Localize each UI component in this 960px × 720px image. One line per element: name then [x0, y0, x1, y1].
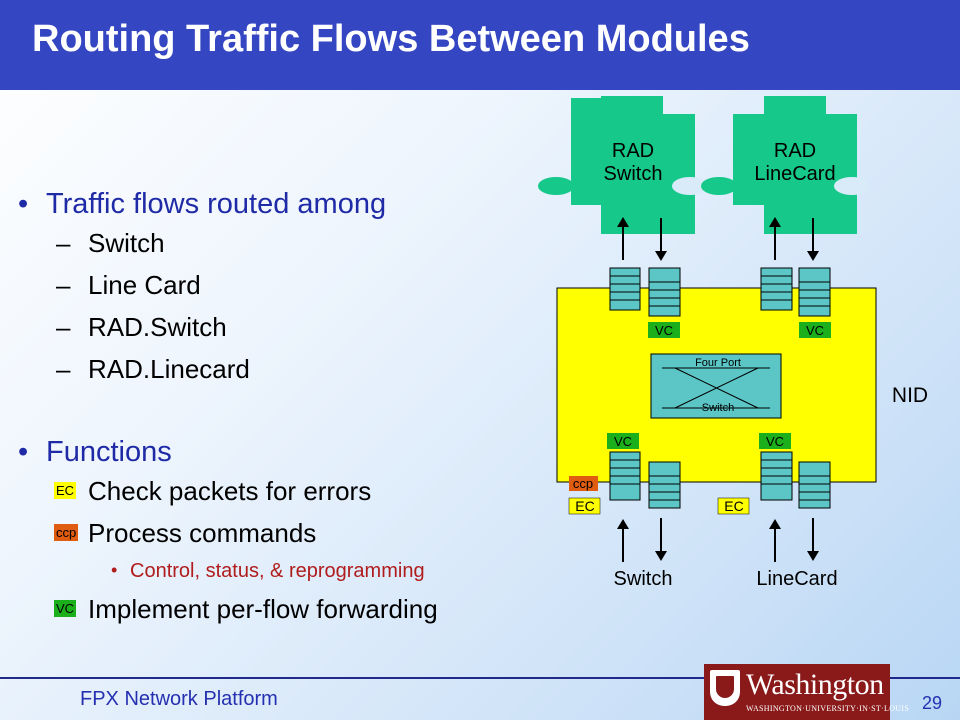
function-item: ccp Process commands — [18, 518, 538, 560]
nid-label: NID — [892, 384, 928, 407]
rad-linecard-line1: RAD — [774, 140, 816, 162]
ec-box-left — [568, 497, 601, 515]
function-text: Implement per-flow forwarding — [88, 594, 438, 624]
queue-bottom-3 — [760, 451, 793, 501]
dash: – — [56, 312, 71, 342]
vc-box-bottom-right — [759, 433, 791, 449]
sub-bullet-text: Switch — [88, 228, 165, 258]
queue-bottom-1 — [609, 451, 641, 501]
ec-tag: EC — [54, 482, 77, 499]
rad-switch-line1: RAD — [612, 140, 654, 162]
ec-box-right — [717, 497, 750, 515]
vc-box-bottom-left — [607, 433, 639, 449]
ec-label: EC — [575, 498, 594, 514]
function-text: Check packets for errors — [88, 476, 372, 506]
queue-top-4 — [798, 267, 831, 317]
vc-label: VC — [806, 323, 824, 338]
four-port-switch: Four Port Switch — [650, 353, 782, 419]
page-number: 29 — [922, 693, 943, 713]
bullet-text: Traffic flows routed among — [46, 188, 387, 220]
dash: – — [56, 354, 71, 384]
university-logo: Washington WASHINGTON·UNIVERSITY·IN·ST·L… — [704, 664, 909, 720]
logo-subtext: WASHINGTON·UNIVERSITY·IN·ST·LOUIS — [746, 704, 910, 713]
queue-top-2 — [648, 267, 681, 317]
queue-top-3 — [760, 267, 793, 311]
sub-sub-bullet: • Control, status, & reprogramming — [18, 560, 538, 594]
shield-icon — [710, 670, 740, 706]
ec-label: EC — [724, 498, 743, 514]
bullet-dot: • — [18, 188, 29, 220]
rad-switch-line2: Switch — [604, 163, 663, 185]
queue-bottom-2 — [648, 461, 681, 509]
bullet-dot: • — [18, 436, 29, 468]
function-item: EC Check packets for errors — [18, 476, 538, 518]
queue-bottom-4 — [798, 461, 831, 509]
vc-label: VC — [614, 434, 632, 449]
vc-box-top-left — [648, 322, 680, 338]
dash: – — [56, 228, 71, 258]
four-port-label: Four Port — [695, 357, 741, 369]
switch-label-inner: Switch — [702, 402, 734, 414]
logo-wordmark: Washington — [746, 668, 884, 701]
sub-sub-bullet-text: Control, status, & reprogramming — [130, 560, 425, 582]
ccp-label: ccp — [573, 476, 593, 491]
vc-label: VC — [766, 434, 784, 449]
footer-divider — [0, 677, 960, 679]
sub-bullet-text: Line Card — [88, 270, 201, 300]
bullet-text: Functions — [46, 436, 172, 468]
switch-label: Switch — [614, 568, 673, 590]
ccp-tag: ccp — [54, 524, 79, 541]
sub-bullet-text: RAD.Switch — [88, 312, 227, 342]
rad-switch-module: RAD Switch — [538, 96, 708, 234]
linecard-label: LineCard — [756, 568, 837, 590]
vc-box-top-right — [799, 322, 831, 338]
vc-label: VC — [655, 323, 673, 338]
function-item: VC Implement per-flow forwarding — [18, 594, 538, 636]
sub-bullet: –Line Card — [18, 270, 538, 312]
slide-title: Routing Traffic Flows Between Modules — [32, 18, 750, 60]
sub-bullet: –RAD.Linecard — [18, 354, 538, 396]
bullet-list: •Traffic flows routed among –Switch –Lin… — [18, 188, 538, 636]
bullet-flows: • Traffic flows routed among — [18, 188, 538, 228]
bullet-dot: • — [111, 560, 118, 580]
sub-bullet: –RAD.Switch — [18, 312, 538, 354]
function-text: Process commands — [88, 518, 317, 548]
queue-top-1 — [609, 267, 641, 311]
ccp-box — [569, 476, 598, 491]
sub-bullet: –Switch — [18, 228, 538, 270]
bullet-functions: • Functions — [18, 436, 538, 476]
sub-bullet-text: RAD.Linecard — [88, 354, 250, 384]
rad-linecard-line2: LineCard — [754, 163, 835, 185]
dash: – — [56, 270, 71, 300]
vc-tag: VC — [54, 600, 77, 617]
title-bar — [0, 0, 960, 90]
rad-linecard-module: RAD LineCard — [701, 96, 870, 234]
footer-text: FPX Network Platform — [80, 688, 278, 710]
